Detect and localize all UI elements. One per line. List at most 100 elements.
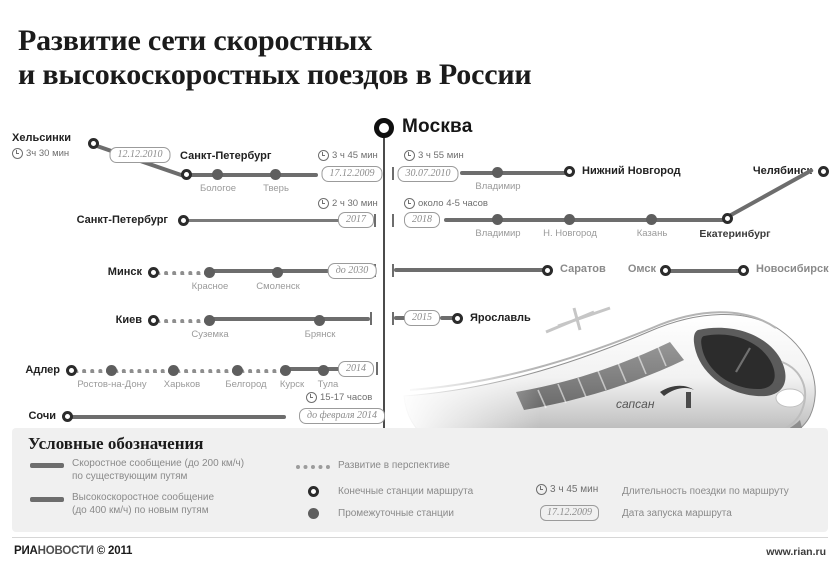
- line-kharkov-belgorod-planned: [178, 369, 234, 373]
- duration-moscow-nn: 3 ч 55 мин: [404, 150, 464, 161]
- legend-item-highspeed: Высокоскоростное сообщение (до 400 км/ч)…: [72, 491, 302, 517]
- station-tula[interactable]: [318, 365, 329, 376]
- station-novosibirsk[interactable]: [738, 265, 749, 276]
- legend-title: Условные обозначения: [28, 434, 204, 453]
- website-url[interactable]: www.rian.ru: [766, 546, 826, 558]
- legend-panel: Условные обозначения Скоростное сообщени…: [12, 428, 828, 532]
- station-kazan[interactable]: [646, 214, 657, 225]
- clock-icon: [536, 484, 547, 495]
- date-badge-yaroslavl: 2015: [404, 310, 440, 326]
- station-nn-row2[interactable]: [564, 214, 575, 225]
- line-cap: [374, 214, 376, 227]
- city-helsinki: Хельсинки: [12, 132, 71, 144]
- duration-text: 3ч 30 мин: [26, 148, 70, 159]
- station-kharkov[interactable]: [168, 365, 179, 376]
- line-sochi-moscow: [70, 415, 286, 419]
- date-badge-moscow-ekb: 2018: [404, 212, 440, 228]
- line-krasnoe-smolensk: [210, 269, 278, 273]
- station-belgorod[interactable]: [232, 365, 243, 376]
- label-vladimir-row2: Владимир: [475, 228, 521, 239]
- label-ekaterinburg: Екатеринбург: [699, 228, 771, 240]
- city-kiev: Киев: [115, 314, 142, 326]
- duration-text: 3 ч 45 мин: [332, 150, 378, 161]
- station-bologoe[interactable]: [212, 169, 223, 180]
- city-chelyabinsk: Челябинск: [752, 165, 812, 177]
- moscow-label: Москва: [402, 116, 473, 137]
- line-rostov-kharkov-planned: [116, 369, 170, 373]
- date-badge-helsinki: 12.12.2010: [109, 147, 171, 163]
- city-nizhny-novgorod: Нижний Новгород: [582, 165, 681, 177]
- duration-text: 2 ч 30 мин: [332, 198, 378, 209]
- clock-icon: [306, 392, 317, 403]
- label-bologoe: Бологое: [199, 183, 237, 194]
- line-cap: [370, 312, 372, 325]
- clock-icon: [404, 150, 415, 161]
- date-badge-moscow-nn: 30.07.2010: [397, 166, 459, 182]
- route-diagram: Москва Хельсинки 3ч 30 мин 12.12.2010 Са…: [0, 110, 840, 430]
- brand-novosti: НОВОСТИ: [37, 545, 94, 557]
- line-moscow-nn: [460, 171, 570, 175]
- legend-text-line1: Скоростное сообщение (до 200 км/ч): [72, 458, 245, 469]
- station-spb-row2[interactable]: [178, 215, 189, 226]
- station-helsinki[interactable]: [88, 138, 99, 149]
- label-kharkov: Харьков: [163, 379, 201, 390]
- date-badge-minsk: до 2030: [327, 263, 377, 279]
- station-bryansk[interactable]: [314, 315, 325, 326]
- duration-helsinki: 3ч 30 мин: [12, 148, 69, 159]
- line-suzemka-bryansk: [210, 317, 320, 321]
- station-saratov[interactable]: [542, 265, 553, 276]
- page-title: Развитие сети скоростных и высокоскорост…: [18, 24, 718, 92]
- line-moscow-yaroslavl-b: [440, 316, 458, 320]
- station-kiev[interactable]: [148, 315, 159, 326]
- station-ekaterinburg[interactable]: [722, 213, 733, 224]
- label-kursk: Курск: [279, 379, 305, 390]
- title-line-1: Развитие сети скоростных: [18, 24, 373, 57]
- legend-text-line1: Высокоскоростное сообщение: [72, 492, 215, 503]
- label-smolensk: Смоленск: [256, 281, 300, 292]
- station-minsk[interactable]: [148, 267, 159, 278]
- duration-spb-moscow: 3 ч 45 мин: [318, 150, 378, 161]
- legend-icon-solid-line-2: [30, 497, 64, 502]
- city-yaroslavl: Ярославль: [470, 312, 531, 324]
- moscow-hub-marker[interactable]: [374, 118, 394, 138]
- legend-icon-solid-line-1: [30, 463, 64, 468]
- city-saint-petersburg: Санкт-Петербург: [180, 150, 272, 162]
- line-moscow-saratov: [394, 268, 544, 272]
- line-cap: [392, 264, 394, 277]
- clock-icon: [404, 198, 415, 209]
- station-spb-row1[interactable]: [181, 169, 192, 180]
- clock-icon: [318, 150, 329, 161]
- line-adler-rostov-planned: [76, 369, 108, 373]
- city-spb-row2: Санкт-Петербург: [76, 214, 168, 226]
- date-badge-spb-moscow: 17.12.2009: [321, 166, 383, 182]
- line-omsk-novosibirsk: [668, 269, 742, 273]
- station-smolensk[interactable]: [272, 267, 283, 278]
- station-vladimir-row1[interactable]: [492, 167, 503, 178]
- station-suzemka[interactable]: [204, 315, 215, 326]
- station-rostov[interactable]: [106, 365, 117, 376]
- label-belgorod: Белгород: [225, 379, 267, 390]
- duration-text: около 4-5 часов: [418, 198, 488, 209]
- station-sochi[interactable]: [62, 411, 73, 422]
- station-kursk[interactable]: [280, 365, 291, 376]
- station-krasnoe[interactable]: [204, 267, 215, 278]
- date-badge-adler: 2014: [338, 361, 374, 377]
- line-cap: [392, 214, 394, 227]
- station-chelyabinsk[interactable]: [818, 166, 829, 177]
- line-cap: [376, 362, 378, 375]
- station-yaroslavl[interactable]: [452, 313, 463, 324]
- label-tula: Тула: [317, 379, 339, 390]
- station-nizhny-novgorod[interactable]: [564, 166, 575, 177]
- station-tver[interactable]: [270, 169, 281, 180]
- duration-sochi: 15-17 часов: [306, 392, 372, 403]
- station-vladimir-row2[interactable]: [492, 214, 503, 225]
- label-nn-row2: Н. Новгород: [543, 228, 597, 239]
- line-tula-moscow: [324, 367, 348, 371]
- city-saratov: Саратов: [560, 263, 606, 275]
- legend-item-launch-date: Дата запуска маршрута: [622, 508, 732, 519]
- station-omsk[interactable]: [660, 265, 671, 276]
- station-adler[interactable]: [66, 365, 77, 376]
- line-moscow-yaroslavl-a: [394, 316, 410, 320]
- date-badge-sochi: до февраля 2014: [299, 408, 385, 424]
